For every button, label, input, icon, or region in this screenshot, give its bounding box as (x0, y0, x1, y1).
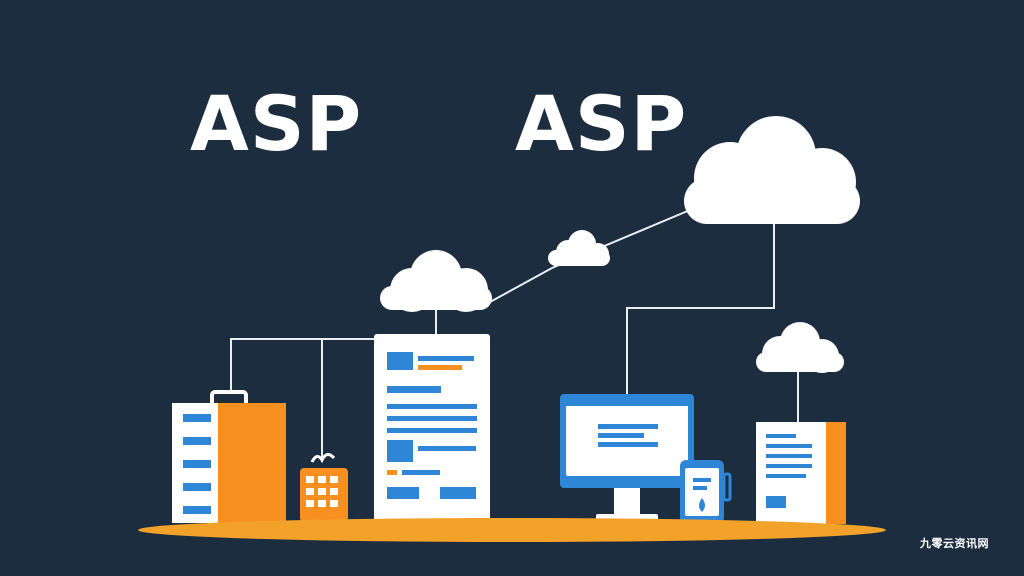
server-rack-icon (172, 390, 286, 523)
line-page-to-bigcloud (489, 209, 691, 303)
platform-base (138, 518, 886, 542)
cloud-icon (684, 116, 860, 224)
document-stack-icon (756, 422, 846, 524)
watermark-text: 九零云资讯网 (920, 537, 989, 550)
line-bigcloud-to-monitor (626, 222, 775, 396)
headline-right: ASP (515, 79, 688, 168)
smartphone-icon (680, 460, 732, 524)
desktop-monitor-icon (560, 394, 694, 522)
cloud-icon (756, 322, 844, 373)
line-server-to-page (230, 338, 376, 390)
headline-left: ASP (190, 79, 363, 168)
connection-lines (230, 209, 799, 462)
cloud-icon (548, 230, 610, 266)
calendar-icon (300, 453, 348, 522)
document-page-icon (374, 334, 490, 524)
cloud-icon (380, 250, 492, 312)
